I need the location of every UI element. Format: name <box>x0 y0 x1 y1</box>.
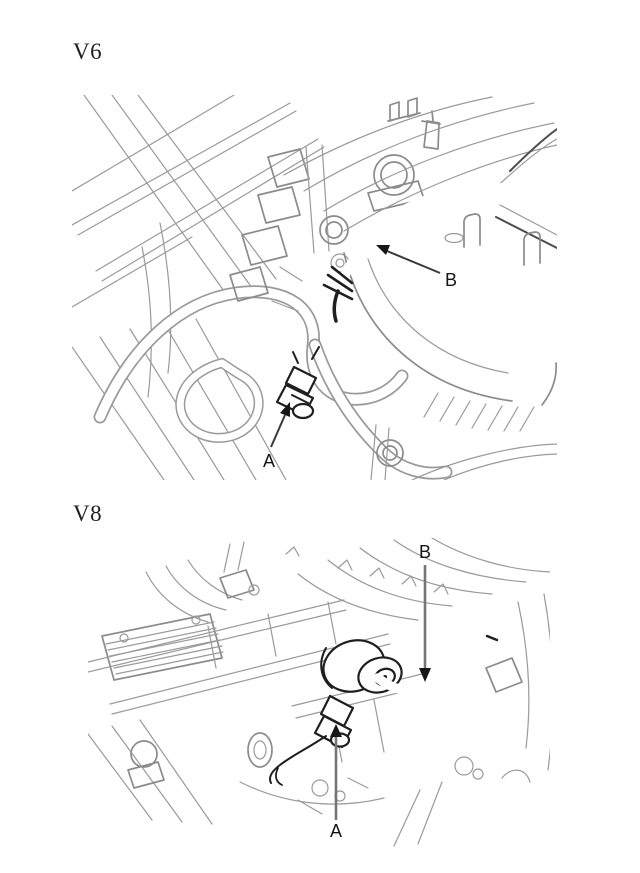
v8-callout-b-arrowhead <box>419 668 431 682</box>
v6-callout-a-arrow <box>270 414 286 448</box>
v8-purge-valve <box>269 694 355 786</box>
v6-engine-line-art <box>72 95 557 480</box>
v6-callout-b-arrow <box>386 250 441 274</box>
v6-callout-b-label: B <box>445 270 457 290</box>
v8-purge-hose <box>373 634 499 695</box>
v8-callout-a-label: A <box>330 821 342 841</box>
v8-callout-a-arrowhead <box>330 724 342 737</box>
v6-purge-hose <box>322 178 557 323</box>
v6-callout-a: A <box>263 402 290 471</box>
v6-purge-valve <box>275 346 320 420</box>
v6-callout-a-label: A <box>263 451 275 471</box>
v8-callout-a: A <box>330 724 342 841</box>
v6-engine-illustration: A B <box>72 95 557 480</box>
v8-figure-heading: V8 <box>73 501 103 526</box>
v6-figure-heading: V6 <box>73 39 103 64</box>
v8-callout-b-label: B <box>419 542 431 562</box>
v8-engine-line-art <box>88 538 550 847</box>
v8-engine-illustration: B A <box>88 538 550 847</box>
v6-callout-a-arrowhead <box>280 402 290 417</box>
v6-callout-b: B <box>376 245 457 290</box>
v8-callout-b: B <box>419 542 431 682</box>
v6-coolant-hose <box>93 285 453 480</box>
v6-callout-b-arrowhead <box>376 245 390 255</box>
